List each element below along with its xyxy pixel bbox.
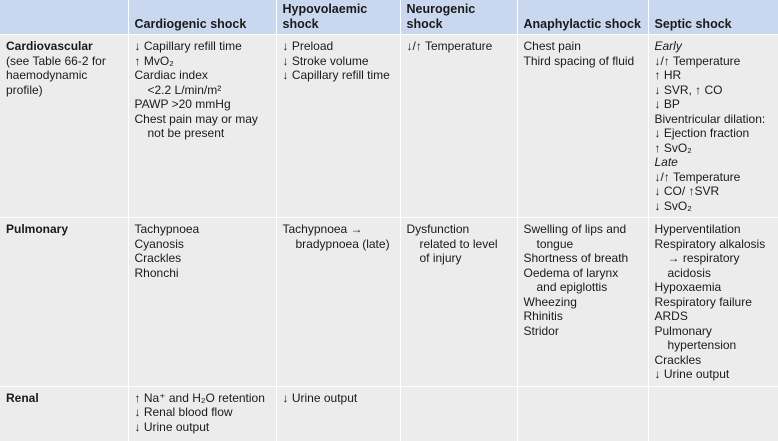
- header-cardiogenic: Cardiogenic shock: [127, 0, 276, 35]
- cell-line: ↑ SvO₂: [654, 140, 692, 155]
- table-cell: ↑ Na⁺ and H₂O retention↓ Renal blood flo…: [127, 385, 276, 441]
- table-cell: [647, 385, 778, 441]
- table-cell: ↓ Urine output: [275, 385, 400, 441]
- row-sublabel: (see Table 66-2 for haemodynamic profile…: [6, 53, 106, 97]
- cell-line: Tachypnoea: [134, 222, 200, 236]
- cell-line: ↑ MvO₂: [134, 53, 174, 68]
- cell-line: ↑ Na⁺ and H₂O retention: [134, 390, 265, 405]
- cell-line: Late: [654, 155, 678, 169]
- table-cell: ↓/↑ Temperature: [399, 34, 517, 218]
- cell-line: bradypnoea (late): [295, 236, 390, 251]
- cell-line: ↓ Urine output: [134, 419, 210, 434]
- header-hypovolaemic: Hypovolaemic shock: [275, 0, 400, 35]
- cell-line: Pulmonary: [654, 323, 712, 338]
- cell-line: ↓ Stroke volume: [282, 53, 369, 68]
- header-row: Cardiogenic shock Hypovolaemic shock Neu…: [0, 0, 778, 35]
- cell-line: ↓ Urine output: [654, 367, 730, 381]
- cell-line: PAWP >20 mmHg: [134, 97, 231, 111]
- cell-line: Biventricular dilation:: [654, 111, 766, 126]
- row-label: Pulmonary: [6, 222, 69, 236]
- cell-line: ↑ HR: [654, 68, 682, 82]
- cell-line: ↓ Capillary refill time: [134, 39, 242, 53]
- cell-line: ↓ CO/ ↑SVR: [654, 184, 720, 198]
- cell-line: ↓ Preload: [282, 39, 334, 53]
- cell-line: not be present: [147, 126, 225, 140]
- table-cell: ↓ Preload↓ Stroke volume↓ Capillary refi…: [275, 34, 400, 218]
- header-septic: Septic shock: [647, 0, 778, 35]
- cell-line: of injury: [419, 251, 462, 265]
- cell-line: Tachypnoea →: [282, 222, 363, 236]
- row-label-cell: Renal: [0, 385, 128, 441]
- cell-line: ↓ Ejection fraction: [654, 126, 750, 140]
- cell-line: ↓ BP: [654, 97, 680, 111]
- cell-line: Cyanosis: [134, 236, 184, 251]
- cell-line: Stridor: [523, 323, 559, 338]
- cell-line: ↓ SVR, ↑ CO: [654, 82, 723, 97]
- table-cell: [516, 385, 648, 441]
- cell-line: Early: [654, 39, 682, 53]
- cell-line: Shortness of breath: [523, 251, 629, 265]
- cell-line: ARDS: [654, 309, 688, 323]
- cell-line: Respiratory failure: [654, 294, 752, 309]
- cell-line: <2.2 L/min/m²: [147, 82, 222, 97]
- cell-line: ↓ Capillary refill time: [282, 68, 390, 82]
- row-label: Cardiovascular: [6, 39, 93, 53]
- cell-line: Wheezing: [523, 294, 577, 309]
- cell-line: Hypoxaemia: [654, 280, 722, 294]
- table-cell: Tachypnoea →bradypnoea (late): [275, 217, 400, 386]
- table-row: Cardiovascular (see Table 66-2 for haemo…: [0, 34, 778, 218]
- cell-line: ↓ SvO₂: [654, 198, 692, 213]
- cell-line: tongue: [536, 236, 574, 251]
- cell-line: related to level: [419, 236, 498, 251]
- cell-line: ↓ Urine output: [282, 390, 358, 405]
- cell-line: Cardiac index: [134, 68, 208, 82]
- table-row: Renal ↑ Na⁺ and H₂O retention↓ Renal blo…: [0, 385, 778, 441]
- cell-line: Rhonchi: [134, 265, 179, 280]
- header-anaphylactic: Anaphylactic shock: [516, 0, 648, 35]
- cell-line: ↓/↑ Temperature: [654, 169, 741, 184]
- cell-line: Rhinitis: [523, 309, 563, 323]
- table-cell: [399, 385, 517, 441]
- row-label-cell: Pulmonary: [0, 217, 128, 386]
- cell-line: Swelling of lips and: [523, 222, 627, 236]
- cell-line: Oedema of larynx: [523, 265, 619, 280]
- row-label: Renal: [6, 390, 39, 405]
- cell-line: ↓/↑ Temperature: [406, 39, 493, 53]
- cell-line: and epiglottis: [536, 280, 608, 294]
- row-label-cell: Cardiovascular (see Table 66-2 for haemo…: [0, 34, 128, 218]
- cell-line: acidosis: [667, 265, 711, 280]
- cell-line: Crackles: [654, 352, 702, 367]
- cell-line: Chest pain may or may: [134, 111, 258, 126]
- header-cell-blank: [0, 0, 128, 35]
- cell-line: Hyperventilation: [654, 222, 741, 236]
- cell-line: Third spacing of fluid: [523, 53, 635, 68]
- cell-line: Crackles: [134, 251, 182, 265]
- cell-line: Respiratory alkalosis: [654, 236, 766, 251]
- header-neurogenic: Neurogenic shock: [399, 0, 517, 35]
- cell-line: Dysfunction: [406, 222, 470, 236]
- cell-line: ↓/↑ Temperature: [654, 53, 741, 68]
- cell-line: hypertension: [667, 338, 737, 352]
- cell-line: ↓ Renal blood flow: [134, 405, 233, 419]
- cell-line: Chest pain: [523, 39, 581, 53]
- cell-line: → respiratory: [667, 251, 740, 265]
